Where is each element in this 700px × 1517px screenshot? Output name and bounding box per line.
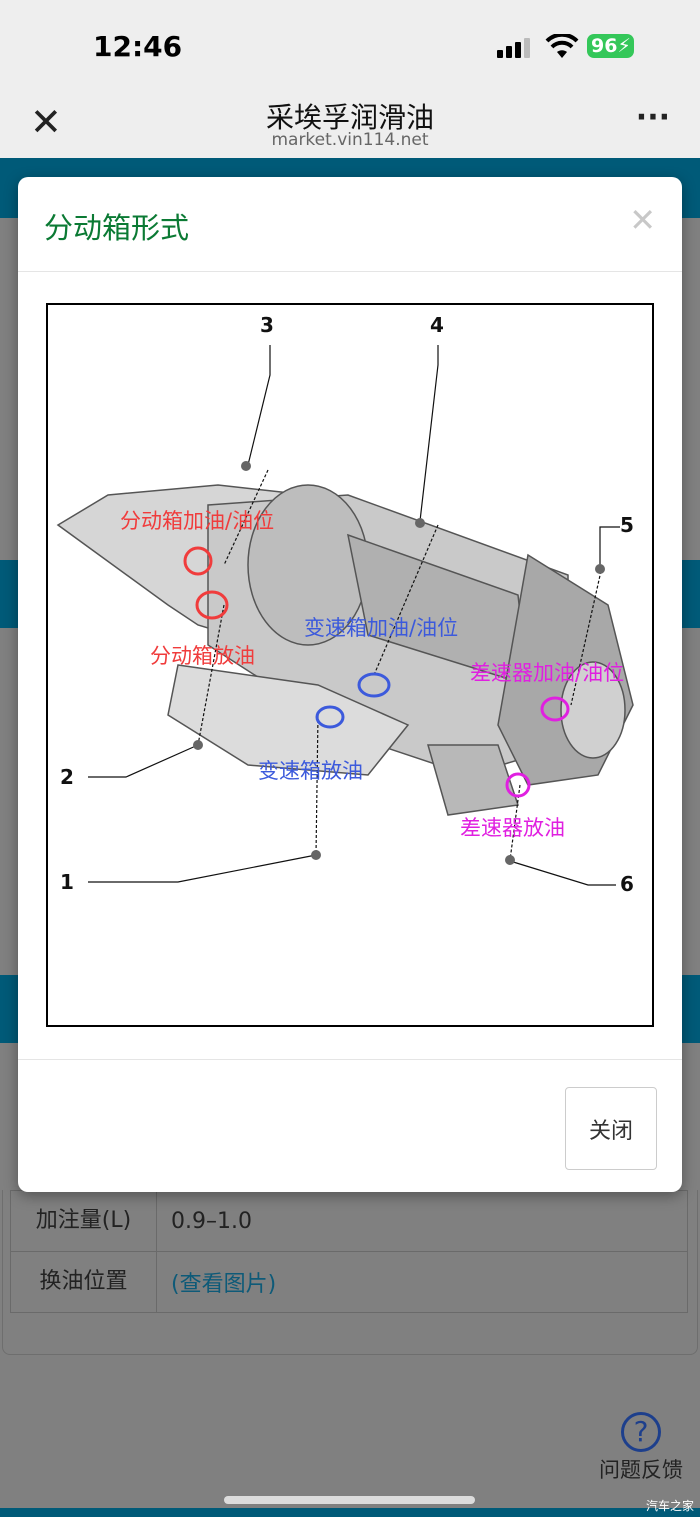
modal-footer: 关闭 bbox=[18, 1059, 682, 1192]
view-image-link[interactable]: (查看图片) bbox=[171, 1272, 277, 1297]
row-value: 0.9–1.0 bbox=[171, 1208, 252, 1234]
diff-fill-label: 差速器加油/油位 bbox=[470, 661, 625, 685]
browser-nav: ✕ 采埃孚润滑油 market.vin114.net ··· bbox=[0, 92, 700, 158]
battery-icon: 96⚡ bbox=[587, 34, 634, 58]
callout-4: 4 bbox=[430, 313, 444, 337]
table-row: 换油位置 (查看图片) bbox=[10, 1251, 688, 1313]
callout-6: 6 bbox=[620, 872, 634, 896]
modal-header: 分动箱形式 ✕ bbox=[18, 177, 682, 272]
more-icon[interactable]: ··· bbox=[635, 100, 670, 135]
info-card bbox=[2, 1190, 698, 1355]
clock: 12:46 bbox=[93, 30, 183, 63]
transmission-diagram: 3 4 5 2 1 6 分动箱加油/油位 分动箱放油 变速箱加油/油位 变速箱放… bbox=[46, 303, 654, 1027]
callout-2: 2 bbox=[60, 765, 74, 789]
feedback-label: 问题反馈 bbox=[599, 1458, 683, 1482]
modal-dialog: 分动箱形式 ✕ 3 4 5 2 1 6 分动箱加油/油位 分动箱放油 变速箱加 bbox=[18, 177, 682, 1192]
close-icon[interactable]: ✕ bbox=[629, 201, 656, 239]
battery-level: 96 bbox=[591, 35, 618, 57]
wifi-icon bbox=[545, 34, 579, 58]
close-icon[interactable]: ✕ bbox=[30, 100, 62, 144]
home-indicator bbox=[224, 1496, 475, 1504]
status-bar: 12:46 96⚡ bbox=[0, 0, 700, 92]
modal-title: 分动箱形式 bbox=[44, 211, 190, 245]
page-url: market.vin114.net bbox=[271, 130, 429, 150]
gearbox-fill-label: 变速箱加油/油位 bbox=[304, 616, 459, 640]
transmission-drawing bbox=[56, 345, 634, 886]
close-button[interactable]: 关闭 bbox=[565, 1087, 657, 1170]
signal-icon bbox=[497, 38, 530, 58]
gearbox-drain-label: 变速箱放油 bbox=[258, 759, 363, 783]
bottom-bar bbox=[0, 1508, 700, 1517]
transfer-drain-label: 分动箱放油 bbox=[150, 644, 255, 668]
diff-drain-label: 差速器放油 bbox=[460, 816, 565, 840]
callout-1: 1 bbox=[60, 870, 74, 894]
row-key: 加注量(L) bbox=[11, 1191, 157, 1251]
help-icon: ? bbox=[621, 1412, 661, 1452]
transfer-fill-label: 分动箱加油/油位 bbox=[120, 509, 275, 533]
callout-3: 3 bbox=[260, 313, 274, 337]
row-key: 换油位置 bbox=[11, 1252, 157, 1312]
watermark: 汽车之家 bbox=[645, 1499, 694, 1513]
page-title: 采埃孚润滑油 bbox=[265, 101, 434, 134]
callout-5: 5 bbox=[620, 513, 634, 537]
table-row: 加注量(L) 0.9–1.0 bbox=[10, 1190, 688, 1252]
feedback-button[interactable]: ? 问题反馈 bbox=[598, 1412, 684, 1484]
